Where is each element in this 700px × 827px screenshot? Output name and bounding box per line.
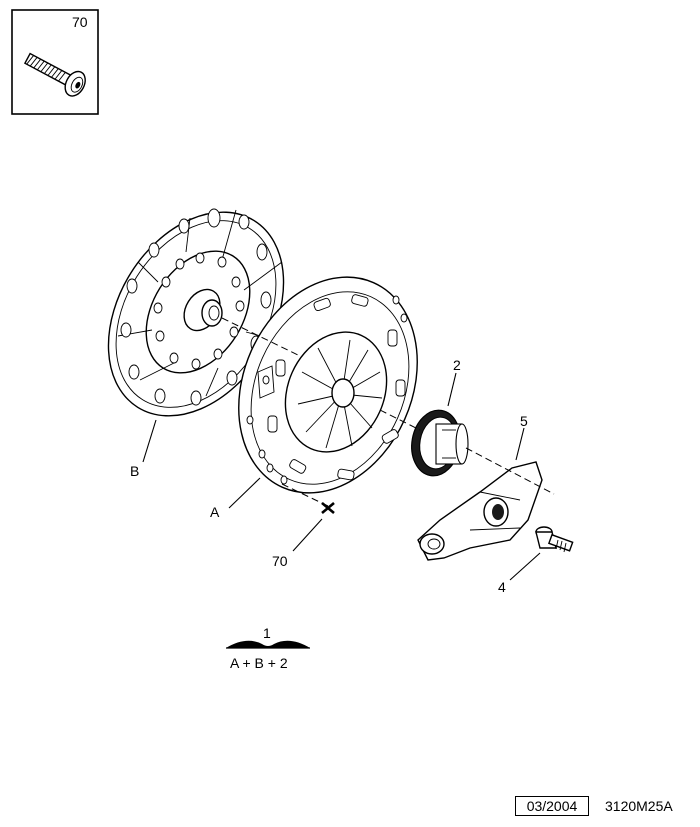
footer-reference: 3120M25A bbox=[605, 798, 673, 814]
label-a: A bbox=[210, 504, 220, 520]
clutch-disc bbox=[107, 208, 285, 417]
release-fork bbox=[417, 461, 543, 561]
cross-marker-icon bbox=[321, 502, 335, 514]
callout-b: B bbox=[130, 419, 157, 479]
label-5: 5 bbox=[520, 413, 528, 429]
footer-date: 03/2004 bbox=[515, 796, 589, 816]
callout-2: 2 bbox=[447, 357, 461, 407]
callout-5: 5 bbox=[515, 413, 528, 461]
label-2: 2 bbox=[453, 357, 461, 373]
callout-a: A bbox=[210, 477, 261, 520]
centre-axis bbox=[221, 317, 555, 507]
pressure-plate bbox=[238, 276, 418, 494]
inset-box: 70 bbox=[11, 9, 99, 115]
label-b: B bbox=[130, 463, 139, 479]
label-70: 70 bbox=[272, 553, 288, 569]
pivot-stud bbox=[535, 526, 574, 553]
kit-composition: 1 A + B + 2 bbox=[226, 625, 310, 671]
inset-part-number: 70 bbox=[72, 14, 88, 30]
release-bearing bbox=[411, 409, 469, 477]
bolt-icon bbox=[23, 52, 86, 97]
kit-formula: A + B + 2 bbox=[230, 655, 288, 671]
callout-4: 4 bbox=[498, 552, 541, 595]
label-4: 4 bbox=[498, 579, 506, 595]
kit-number: 1 bbox=[263, 625, 271, 641]
callout-70: 70 bbox=[272, 502, 335, 569]
